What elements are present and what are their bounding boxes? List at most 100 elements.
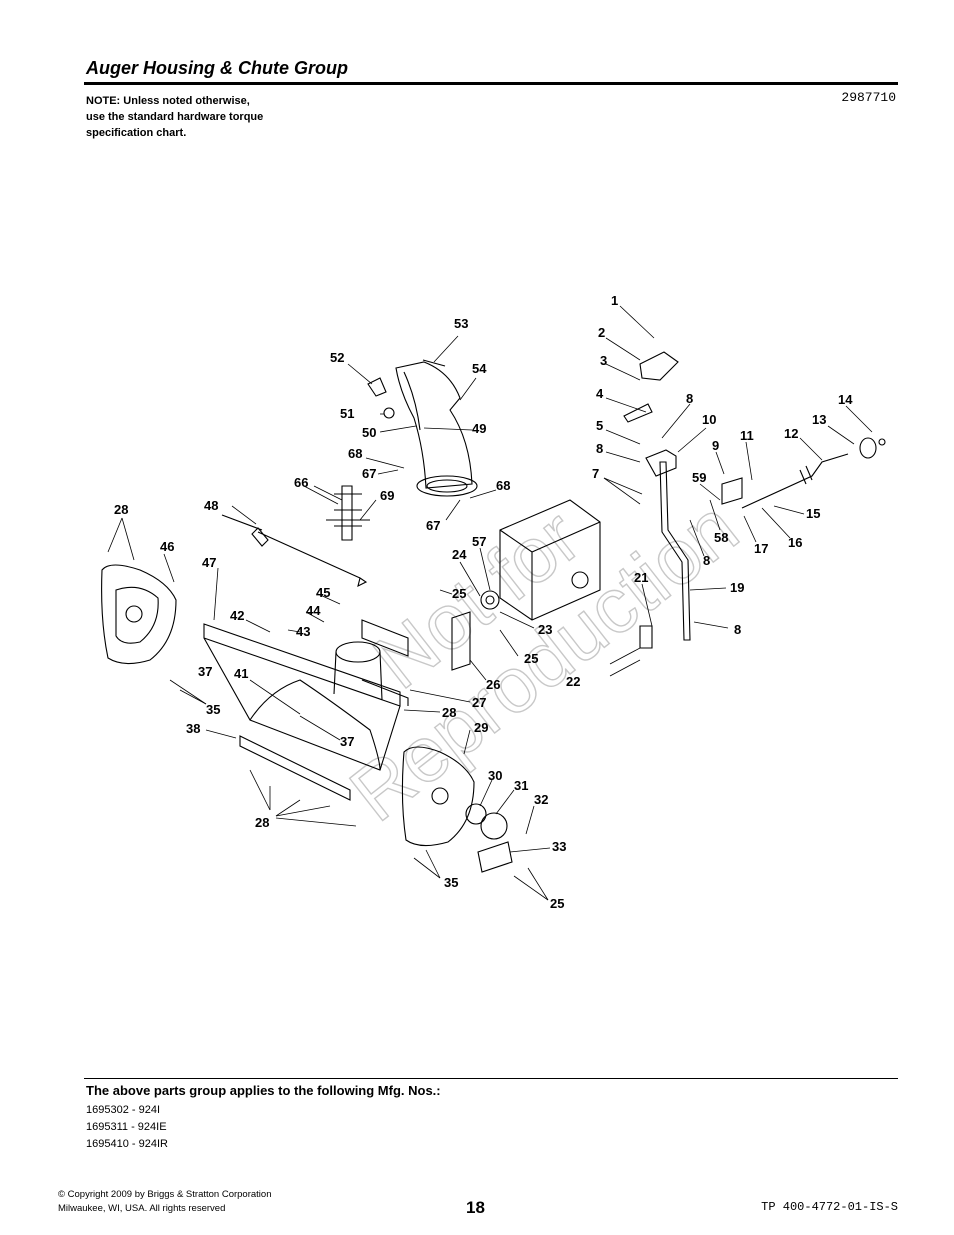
callout-13: 13	[812, 412, 826, 427]
callout-57: 57	[472, 534, 486, 549]
bearing-flange	[480, 812, 508, 840]
callout-59: 59	[692, 470, 706, 485]
callout-48: 48	[204, 498, 218, 513]
callout-26: 26	[486, 677, 500, 692]
callout-49: 49	[472, 421, 486, 436]
document-code: TP 400-4772-01-IS-S	[761, 1200, 898, 1214]
page-title: Auger Housing & Chute Group	[86, 58, 348, 78]
mfg-number: 1695311 - 924IE	[86, 1121, 167, 1133]
callout-8b: 8	[686, 391, 693, 406]
callout-46: 46	[160, 539, 174, 554]
callout-68a: 68	[348, 446, 362, 461]
right-side-plate	[401, 746, 475, 847]
callout-35a: 35	[206, 702, 220, 717]
callout-67a: 67	[362, 466, 376, 481]
callout-10: 10	[702, 412, 716, 427]
callout-12: 12	[784, 426, 798, 441]
callout-7: 7	[592, 466, 599, 481]
scraper-bar	[239, 735, 351, 801]
callout-38: 38	[186, 721, 200, 736]
header-rule	[84, 82, 898, 85]
copyright: © Copyright 2009 by Briggs & Stratton Co…	[58, 1188, 271, 1216]
callout-25b: 25	[524, 651, 538, 666]
callout-45: 45	[316, 585, 330, 600]
callout-16: 16	[788, 535, 802, 550]
callout-4: 4	[596, 386, 604, 401]
callout-25a: 25	[452, 586, 466, 601]
callout-50: 50	[362, 425, 376, 440]
callout-58: 58	[714, 530, 728, 545]
callout-30: 30	[488, 768, 502, 783]
callout-41: 41	[234, 666, 248, 681]
left-side-plate	[101, 564, 177, 665]
crank-knob	[859, 437, 877, 459]
frame-housing	[499, 499, 601, 621]
callout-32: 32	[534, 792, 548, 807]
mfg-number: 1695410 - 924IR	[86, 1138, 168, 1150]
callout-53: 53	[454, 316, 468, 331]
callout-8c: 8	[703, 553, 710, 568]
leader-lines	[107, 305, 873, 901]
gear-bracket	[721, 477, 743, 505]
callout-5: 5	[596, 418, 603, 433]
callout-37a: 37	[198, 664, 212, 679]
copyright-line-1: © Copyright 2009 by Briggs & Stratton Co…	[58, 1189, 272, 1200]
figure-id: 2987710	[841, 90, 896, 105]
bearing	[465, 803, 487, 825]
callout-23: 23	[538, 622, 552, 637]
support-bracket	[361, 619, 409, 706]
discharge-chute	[395, 361, 473, 489]
callout-15: 15	[806, 506, 820, 521]
mfg-number-list: 1695302 - 924I 1695311 - 924IE 1695410 -…	[86, 1102, 168, 1153]
callout-8d: 8	[734, 622, 741, 637]
bearing-bracket	[477, 841, 513, 873]
callout-11: 11	[740, 428, 754, 443]
callout-52: 52	[330, 350, 344, 365]
callout-51: 51	[340, 406, 354, 421]
pivot-bracket	[645, 449, 677, 477]
callout-29: 29	[474, 720, 488, 735]
chute-deflector-wire	[422, 359, 446, 367]
shaft-bearing	[480, 590, 500, 610]
part-drawings	[101, 351, 886, 873]
copyright-line-2: Milwaukee, WI, USA. All rights reserved	[58, 1203, 226, 1214]
callout-68b: 68	[496, 478, 510, 493]
crank-shaft	[741, 453, 849, 509]
callout-31: 31	[514, 778, 528, 793]
callout-33: 33	[552, 839, 566, 854]
applies-title: The above parts group applies to the fol…	[86, 1083, 441, 1098]
callout-3: 3	[600, 353, 607, 368]
callout-19: 19	[730, 580, 744, 595]
rod-bracket	[639, 625, 653, 649]
callout-22: 22	[566, 674, 580, 689]
callout-numbers: 1 2 3 4 5 7 8 8 8 8 9 10 11 12 13 14 15 …	[114, 293, 853, 911]
callout-8a: 8	[596, 441, 603, 456]
callout-54: 54	[472, 361, 487, 376]
torque-note: NOTE: Unless noted otherwise, use the st…	[86, 95, 264, 139]
watermark: Not for Reproduction	[333, 482, 754, 838]
callout-47: 47	[202, 555, 216, 570]
control-handle	[639, 351, 679, 381]
callout-2: 2	[598, 325, 605, 340]
callout-35b: 35	[444, 875, 458, 890]
control-rod	[659, 461, 691, 641]
callout-28a: 28	[114, 502, 128, 517]
callout-28b: 28	[442, 705, 456, 720]
callout-25c: 25	[550, 896, 564, 911]
control-arm	[623, 403, 653, 423]
callout-17: 17	[754, 541, 768, 556]
mounting-bracket	[451, 611, 471, 671]
callout-21: 21	[634, 570, 648, 585]
page-number: 18	[466, 1198, 485, 1217]
callout-44: 44	[306, 603, 321, 618]
callout-42: 42	[230, 608, 244, 623]
chute-handle	[367, 377, 387, 397]
chute-base-ring	[416, 475, 478, 497]
chute-crank-rod	[326, 485, 370, 541]
callout-66: 66	[294, 475, 308, 490]
auger-shaft	[221, 514, 368, 588]
callout-37b: 37	[340, 734, 354, 749]
mfg-number: 1695302 - 924I	[86, 1104, 161, 1116]
callout-27: 27	[472, 695, 486, 710]
